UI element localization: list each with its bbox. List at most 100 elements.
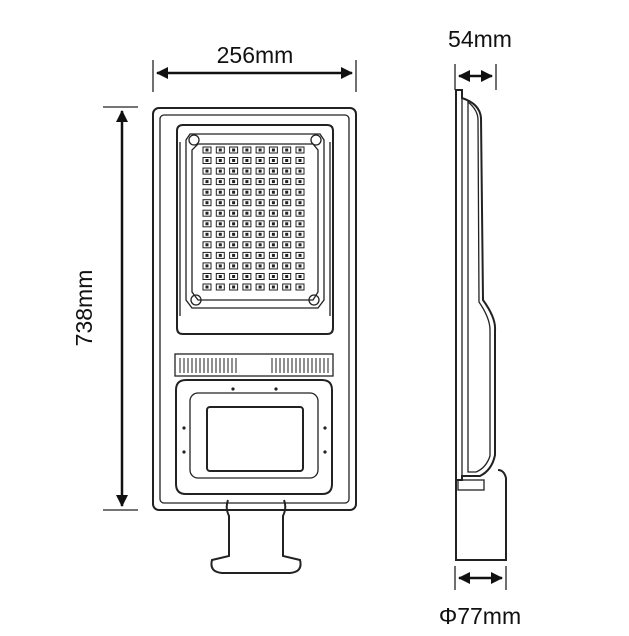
led-chip-dot <box>218 243 222 247</box>
led-chip <box>295 283 305 291</box>
led-chip-dot <box>232 201 236 205</box>
depth-label: 54mm <box>448 26 512 52</box>
led-chip-dot <box>245 211 249 215</box>
led-chip-dot <box>271 222 275 226</box>
led-chip <box>282 230 292 238</box>
led-chip-dot <box>232 159 236 162</box>
led-chip <box>215 199 225 207</box>
led-chip <box>215 230 225 238</box>
led-chip-dot <box>298 253 302 257</box>
led-chip <box>268 167 278 175</box>
led-chip-dot <box>271 169 275 173</box>
led-chip-dot <box>205 285 209 289</box>
led-chip <box>229 251 239 259</box>
led-chip <box>229 220 239 228</box>
led-chip-dot <box>245 243 249 247</box>
led-chip-dot <box>205 201 209 205</box>
led-chip <box>229 230 239 238</box>
led-chip <box>215 178 225 186</box>
led-chip <box>242 262 252 270</box>
led-chip <box>202 241 212 249</box>
led-chip-dot <box>285 159 289 162</box>
led-chip <box>202 188 212 196</box>
led-chip <box>268 178 278 186</box>
led-chip <box>268 251 278 259</box>
led-chip <box>202 157 212 164</box>
led-chip <box>242 283 252 291</box>
led-chip <box>282 199 292 207</box>
led-chip-dot <box>245 222 249 226</box>
led-chip-dot <box>285 253 289 257</box>
led-chip-dot <box>285 201 289 205</box>
led-chip <box>202 167 212 175</box>
side-view: 54mm Φ77mm <box>439 26 521 629</box>
led-chip <box>282 209 292 217</box>
led-chip-dot <box>218 222 222 226</box>
led-chip <box>229 157 239 164</box>
led-chip <box>268 199 278 207</box>
led-chip <box>255 230 265 238</box>
led-chip <box>282 262 292 270</box>
led-chip-dot <box>232 222 236 226</box>
led-chip <box>255 262 265 270</box>
led-chip <box>202 283 212 291</box>
led-chip <box>202 273 212 280</box>
led-chip-dot <box>245 148 249 152</box>
led-chip <box>215 167 225 175</box>
led-chip <box>202 209 212 217</box>
led-chip <box>255 146 265 154</box>
led-chip-dot <box>205 253 209 257</box>
led-chip-dot <box>271 275 275 278</box>
led-chip <box>268 273 278 280</box>
led-chip <box>295 157 305 164</box>
led-chip <box>268 209 278 217</box>
led-chip-dot <box>232 285 236 289</box>
led-chip <box>255 273 265 280</box>
led-chip-dot <box>298 243 302 247</box>
led-chip <box>202 220 212 228</box>
led-chip-dot <box>258 222 262 226</box>
led-chip-dot <box>298 222 302 226</box>
led-chip-dot <box>205 264 209 268</box>
led-chip-dot <box>271 232 275 236</box>
led-chip <box>229 167 239 175</box>
led-chip <box>282 146 292 154</box>
led-chip-dot <box>258 190 262 194</box>
led-chip-dot <box>258 169 262 173</box>
led-chip <box>282 188 292 196</box>
led-chip-dot <box>245 232 249 236</box>
led-chip <box>295 251 305 259</box>
led-chip-dot <box>298 201 302 205</box>
led-chip <box>282 241 292 249</box>
led-chip-dot <box>232 275 236 278</box>
led-chip <box>295 188 305 196</box>
led-chip-dot <box>271 190 275 194</box>
led-chip-dot <box>298 232 302 236</box>
led-chip <box>242 220 252 228</box>
led-chip-dot <box>218 211 222 215</box>
led-chip-dot <box>298 285 302 289</box>
led-chip-dot <box>232 148 236 152</box>
led-chip-dot <box>232 211 236 215</box>
led-chip <box>295 241 305 249</box>
led-chip <box>255 209 265 217</box>
led-chip <box>202 178 212 186</box>
led-chip-dot <box>271 253 275 257</box>
led-chip <box>255 199 265 207</box>
led-chip <box>242 178 252 186</box>
led-chip-dot <box>245 275 249 278</box>
led-chip-dot <box>258 159 262 162</box>
led-chip <box>202 146 212 154</box>
led-chip-dot <box>285 180 289 184</box>
led-chip <box>202 251 212 259</box>
led-chip <box>268 157 278 164</box>
led-chip-dot <box>218 148 222 152</box>
led-chip-dot <box>271 285 275 289</box>
led-chip-grid <box>202 146 305 291</box>
led-chip-dot <box>298 264 302 268</box>
led-chip <box>229 199 239 207</box>
led-chip <box>282 220 292 228</box>
led-chip-dot <box>298 190 302 194</box>
led-chip <box>255 220 265 228</box>
led-chip-dot <box>218 232 222 236</box>
